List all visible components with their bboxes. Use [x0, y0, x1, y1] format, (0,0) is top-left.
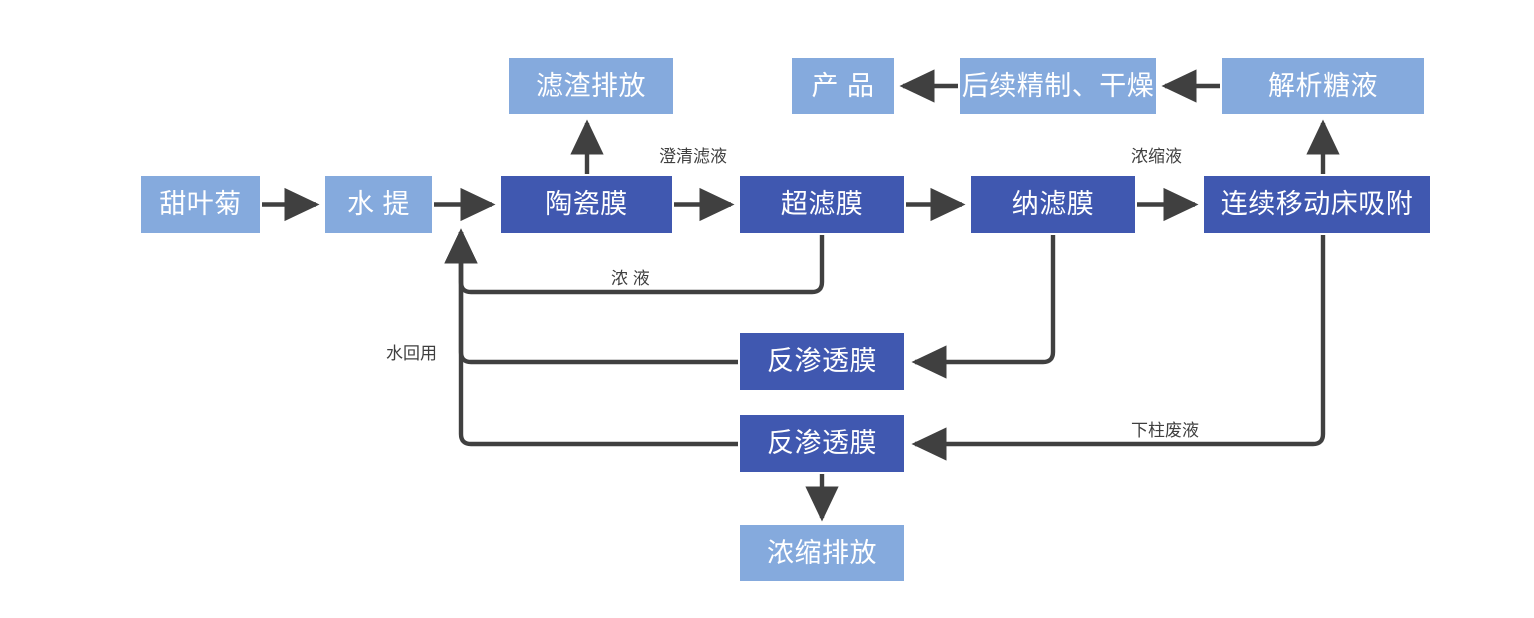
- node-label: 陶瓷膜: [545, 189, 628, 219]
- node-label: 水 提: [346, 189, 410, 219]
- node-label: 甜叶菊: [159, 189, 242, 219]
- edge-label-water-reuse: 水回用: [386, 344, 437, 363]
- node-label: 后续精制、干燥: [961, 70, 1155, 101]
- node-stevia[interactable]: 甜叶菊: [141, 176, 260, 233]
- node-water-extraction[interactable]: 水 提: [325, 176, 432, 233]
- node-eluted-sugar-solution[interactable]: 解析糖液: [1222, 58, 1424, 114]
- edge-ro2-to-ceramic: [444, 228, 738, 447]
- edge-cmb-to-ro2: [911, 235, 1326, 461]
- edge-nf-to-ro1: [911, 235, 1056, 379]
- edge-ro1-to-ceramic: [444, 228, 738, 365]
- edge-label-thick-liquid: 浓 液: [611, 269, 650, 288]
- node-label: 滤渣排放: [536, 70, 646, 101]
- node-label: 纳滤膜: [1011, 189, 1095, 219]
- node-label: 连续移动床吸附: [1220, 189, 1414, 219]
- node-nanofiltration-membrane[interactable]: 纳滤膜: [971, 176, 1135, 233]
- node-refining-drying[interactable]: 后续精制、干燥: [960, 58, 1156, 114]
- node-product[interactable]: 产 品: [792, 58, 894, 114]
- node-ultrafiltration-membrane[interactable]: 超滤膜: [740, 176, 904, 233]
- edge-label-column-waste: 下柱废液: [1131, 421, 1199, 440]
- edge-label-concentrate: 浓缩液: [1131, 147, 1182, 166]
- node-residue-discharge[interactable]: 滤渣排放: [509, 58, 673, 114]
- node-reverse-osmosis-membrane-1[interactable]: 反渗透膜: [740, 333, 904, 390]
- node-label: 超滤膜: [780, 189, 864, 219]
- node-label: 反渗透膜: [767, 346, 877, 376]
- node-label: 浓缩排放: [767, 537, 877, 568]
- node-label: 产 品: [811, 70, 875, 101]
- node-concentrate-discharge[interactable]: 浓缩排放: [740, 525, 904, 581]
- node-ceramic-membrane[interactable]: 陶瓷膜: [501, 176, 672, 233]
- node-reverse-osmosis-membrane-2[interactable]: 反渗透膜: [740, 415, 904, 472]
- node-label: 解析糖液: [1268, 70, 1378, 101]
- node-label: 反渗透膜: [767, 428, 877, 458]
- edge-label-clear-filtrate: 澄清滤液: [659, 147, 727, 166]
- node-continuous-moving-bed-adsorption[interactable]: 连续移动床吸附: [1204, 176, 1430, 233]
